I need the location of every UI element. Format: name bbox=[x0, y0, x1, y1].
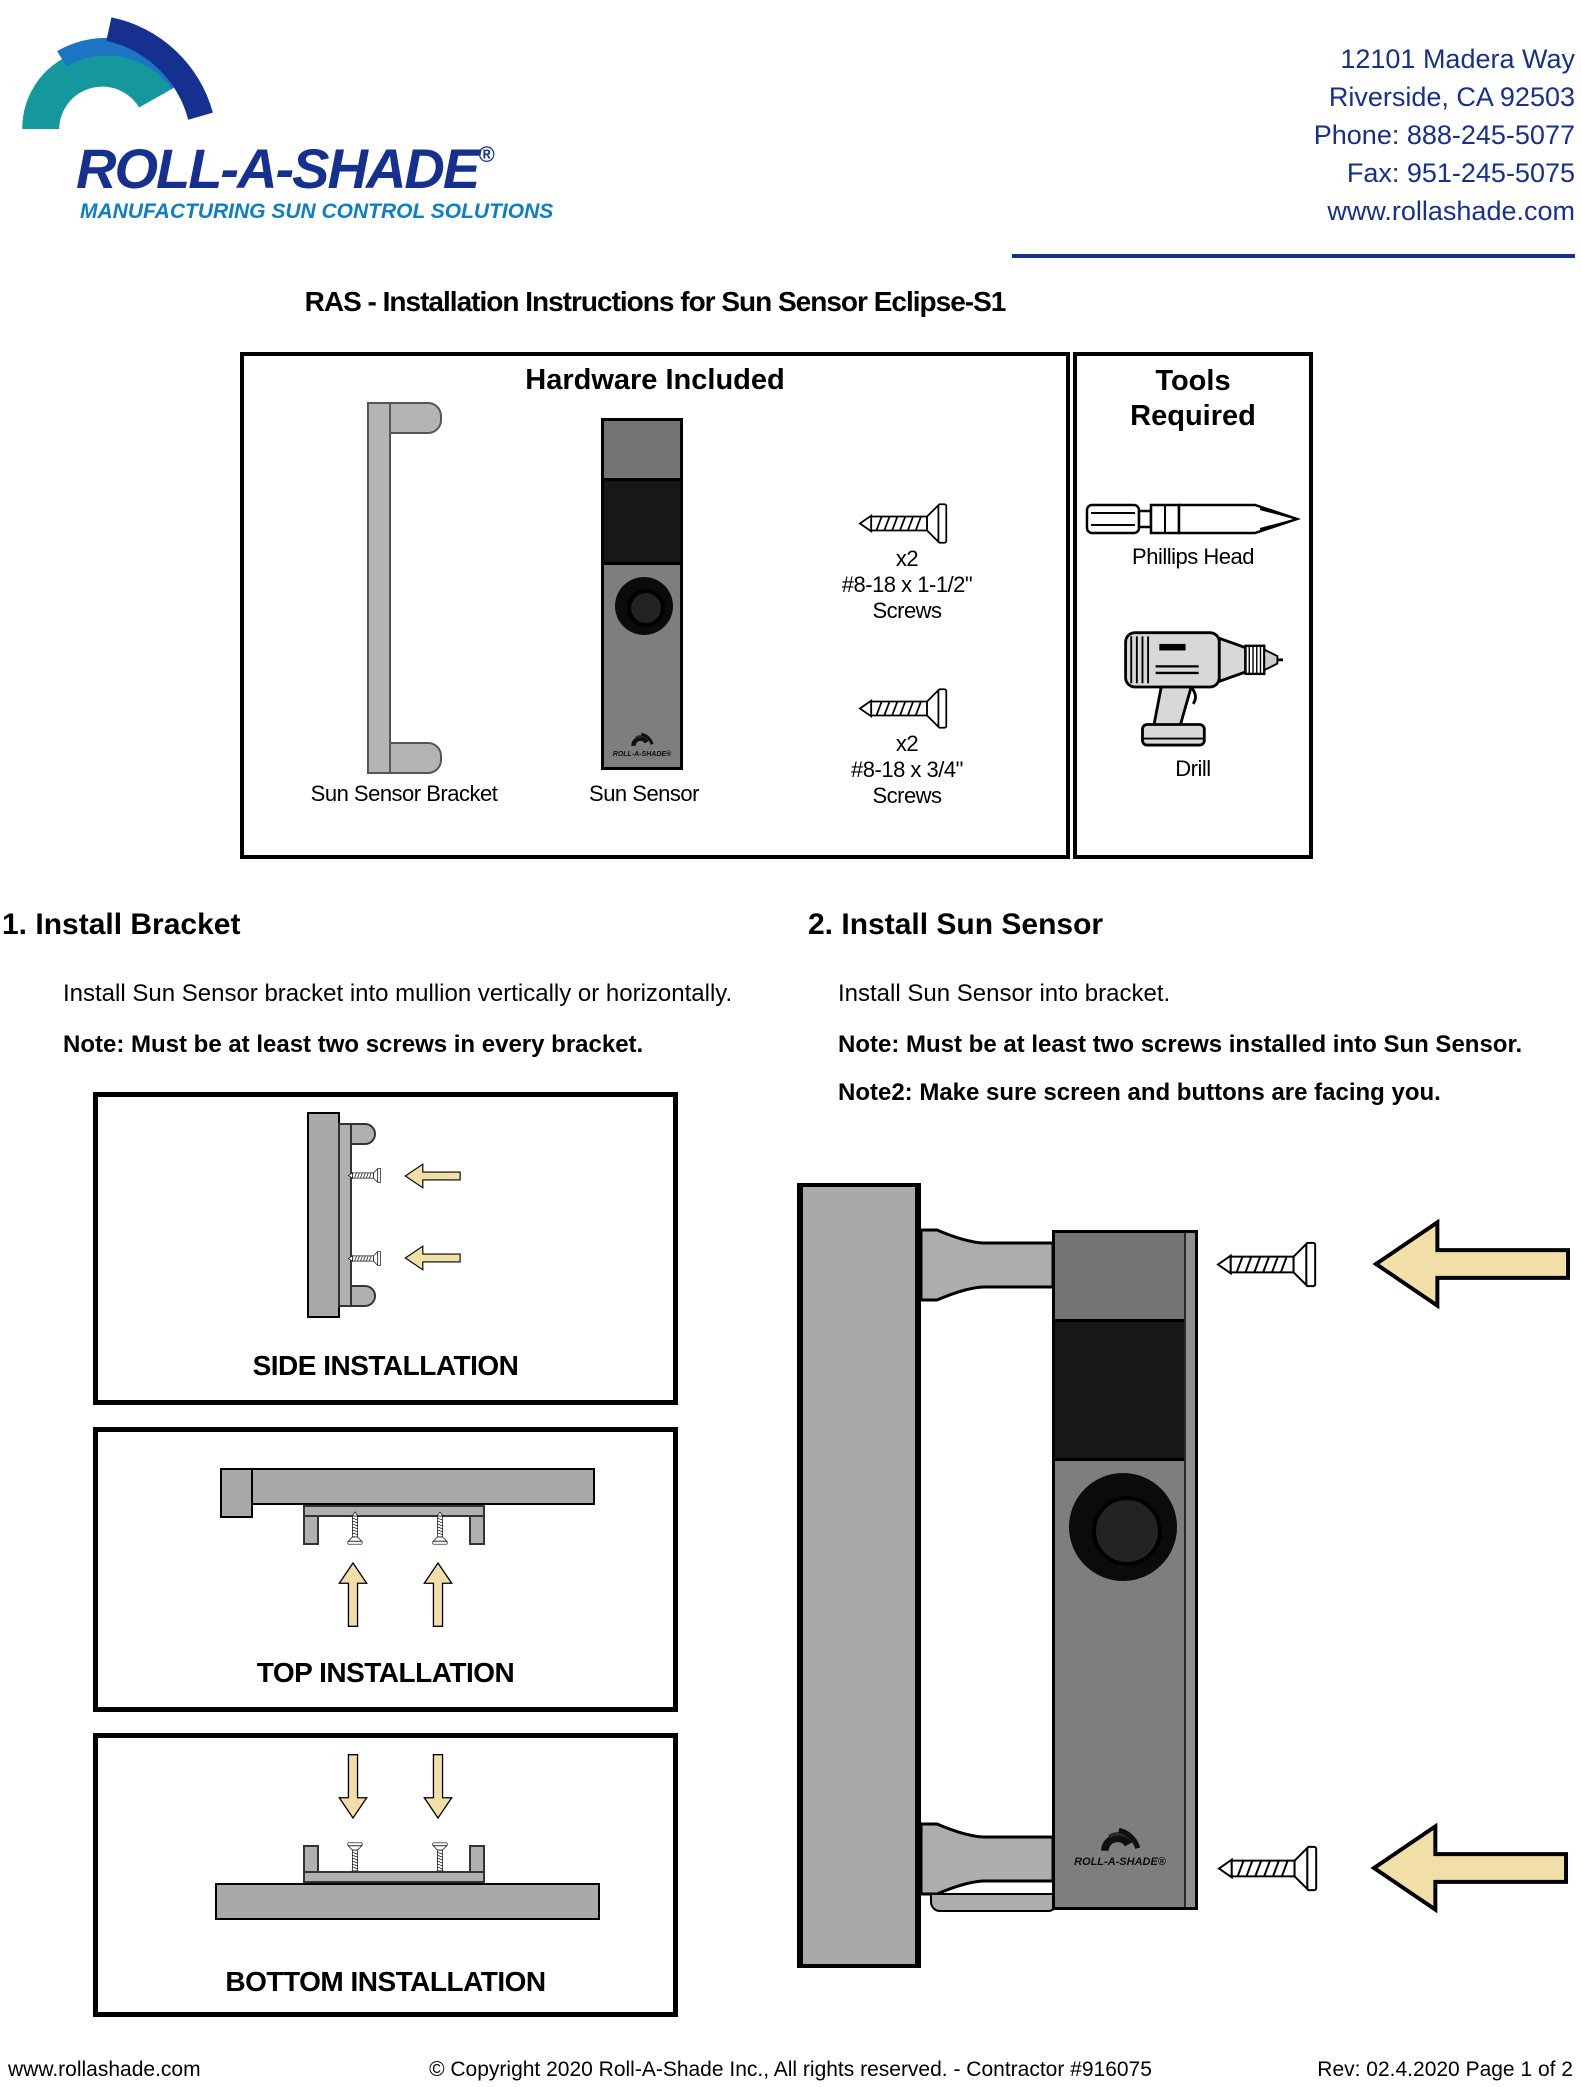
phillips-bit-icon bbox=[1085, 503, 1299, 535]
sun-sensor-large-drawing: ROLL-A-SHADE® bbox=[1052, 1230, 1198, 1910]
mini-brand-text: ROLL-A-SHADE® bbox=[612, 751, 672, 759]
screw-icon bbox=[859, 503, 948, 544]
sun-sensor-drawing: ROLL-A-SHADE® bbox=[601, 418, 683, 770]
tools-title-line1: Tools bbox=[1155, 365, 1231, 397]
tools-box-title: Tools Required bbox=[1077, 364, 1309, 434]
up-arrow-icon bbox=[338, 1562, 368, 1627]
bracket-spine bbox=[367, 402, 391, 774]
bottom-installation-box: BOTTOM INSTALLATION bbox=[93, 1733, 678, 2017]
brand-wordmark: ROLL-A-SHADE® bbox=[76, 136, 494, 201]
hardware-included-box: Hardware Included Sun Sensor Bracket ROL… bbox=[240, 352, 1070, 859]
screw-icon bbox=[348, 1167, 382, 1184]
drill-label: Drill bbox=[1175, 756, 1211, 781]
step2-body: Install Sun Sensor into bracket. bbox=[838, 980, 1171, 1007]
sensor-top-section bbox=[604, 421, 680, 481]
footer-website: www.rollashade.com bbox=[8, 2058, 201, 2081]
screw-icon bbox=[859, 688, 948, 729]
address-line: Phone: 888-245-5077 bbox=[1313, 120, 1575, 150]
step1-heading: 1. Install Bracket bbox=[2, 908, 241, 941]
hardware-box-title: Hardware Included bbox=[525, 364, 785, 396]
footer-copyright: © Copyright 2020 Roll-A-Shade Inc., All … bbox=[429, 2058, 1152, 2081]
mini-swoosh-icon bbox=[1101, 1827, 1141, 1851]
screw-icon bbox=[348, 1250, 382, 1267]
bracket-label: Sun Sensor Bracket bbox=[310, 781, 498, 806]
screw1-label: Screws bbox=[872, 598, 942, 623]
left-arrow-icon bbox=[1373, 1220, 1571, 1308]
page-title: RAS - Installation Instructions for Sun … bbox=[304, 286, 1007, 317]
address-line: Riverside, CA 92503 bbox=[1328, 82, 1575, 112]
registered-mark: ® bbox=[478, 142, 495, 167]
left-arrow-icon bbox=[404, 1163, 461, 1189]
screw1-size: #8-18 x 1-1/2" bbox=[841, 572, 973, 597]
step1-body: Install Sun Sensor bracket into mullion … bbox=[63, 980, 733, 1007]
address-website: www.rollashade.com bbox=[1327, 196, 1575, 226]
brand-tagline: MANUFACTURING SUN CONTROL SOLUTIONS bbox=[80, 200, 554, 223]
screw2-qty: x2 bbox=[895, 731, 919, 756]
tools-title-line2: Required bbox=[1130, 400, 1256, 432]
mullion-drawing bbox=[307, 1112, 340, 1318]
side-installation-box: SIDE INSTALLATION bbox=[93, 1092, 678, 1405]
tools-required-box: Tools Required Phillips Head Drill bbox=[1073, 352, 1313, 859]
step2-note2: Note2: Make sure screen and buttons are … bbox=[838, 1079, 1441, 1106]
phillips-label: Phillips Head bbox=[1132, 544, 1254, 569]
sensor-screen bbox=[1055, 1322, 1195, 1461]
rollashade-swoosh-logo-icon bbox=[22, 17, 213, 129]
mullion-drawing bbox=[215, 1883, 600, 1920]
bottom-installation-label: BOTTOM INSTALLATION bbox=[225, 1966, 546, 1997]
bracket-bottom-flange-tab bbox=[930, 1893, 1058, 1912]
screw2-size: #8-18 x 3/4" bbox=[851, 757, 963, 782]
down-arrow-icon bbox=[423, 1754, 453, 1819]
sensor-label: Sun Sensor bbox=[589, 781, 699, 806]
header-divider bbox=[1012, 254, 1575, 258]
step2-note: Note: Must be at least two screws instal… bbox=[838, 1031, 1523, 1058]
screw-icon bbox=[1216, 1241, 1317, 1288]
sensor-button-inner bbox=[1092, 1496, 1162, 1566]
mullion-lip bbox=[220, 1468, 253, 1518]
screw-icon bbox=[1217, 1845, 1318, 1892]
drill-icon bbox=[1124, 631, 1285, 747]
left-arrow-icon bbox=[1371, 1824, 1569, 1912]
left-arrow-icon bbox=[404, 1245, 461, 1271]
step1-note: Note: Must be at least two screws in eve… bbox=[63, 1031, 644, 1058]
screw1-qty: x2 bbox=[895, 546, 919, 571]
mullion-drawing bbox=[220, 1468, 595, 1505]
side-installation-label: SIDE INSTALLATION bbox=[252, 1350, 519, 1381]
company-address-block: 12101 Madera Way Riverside, CA 92503 Pho… bbox=[1314, 40, 1575, 230]
address-line: Fax: 951-245-5075 bbox=[1346, 158, 1575, 188]
sensor-screen bbox=[604, 481, 680, 565]
down-arrow-icon bbox=[338, 1754, 368, 1819]
mini-swoosh-icon bbox=[631, 733, 654, 747]
bracket-bottom-arm-drawing bbox=[919, 1822, 1055, 1896]
footer-revision: Rev: 02.4.2020 Page 1 of 2 bbox=[1317, 2058, 1573, 2081]
screw-icon bbox=[432, 1511, 448, 1545]
sensor-brand-print: ROLL-A-SHADE® bbox=[1055, 1825, 1185, 1868]
bracket-spine bbox=[303, 1505, 485, 1517]
bracket-spine bbox=[303, 1871, 485, 1883]
screw-icon bbox=[347, 1511, 363, 1545]
sensor-brand-print: ROLL-A-SHADE® bbox=[604, 731, 680, 759]
brand-name: ROLL-A-SHADE bbox=[76, 137, 480, 200]
top-installation-label: TOP INSTALLATION bbox=[256, 1657, 515, 1688]
sensor-side-edge bbox=[1184, 1233, 1195, 1907]
up-arrow-icon bbox=[423, 1562, 453, 1627]
sensor-button-inner bbox=[627, 589, 665, 627]
address-line: 12101 Madera Way bbox=[1340, 44, 1575, 74]
mini-brand-text: ROLL-A-SHADE® bbox=[1074, 1856, 1166, 1868]
bracket-top-arm-drawing bbox=[919, 1228, 1055, 1302]
screw2-label: Screws bbox=[872, 783, 942, 808]
step2-heading: 2. Install Sun Sensor bbox=[808, 908, 1104, 941]
mullion-large-drawing bbox=[797, 1183, 921, 1968]
top-installation-box: TOP INSTALLATION bbox=[93, 1427, 678, 1712]
bracket-spine bbox=[338, 1123, 352, 1307]
sensor-top-section bbox=[1055, 1233, 1195, 1322]
